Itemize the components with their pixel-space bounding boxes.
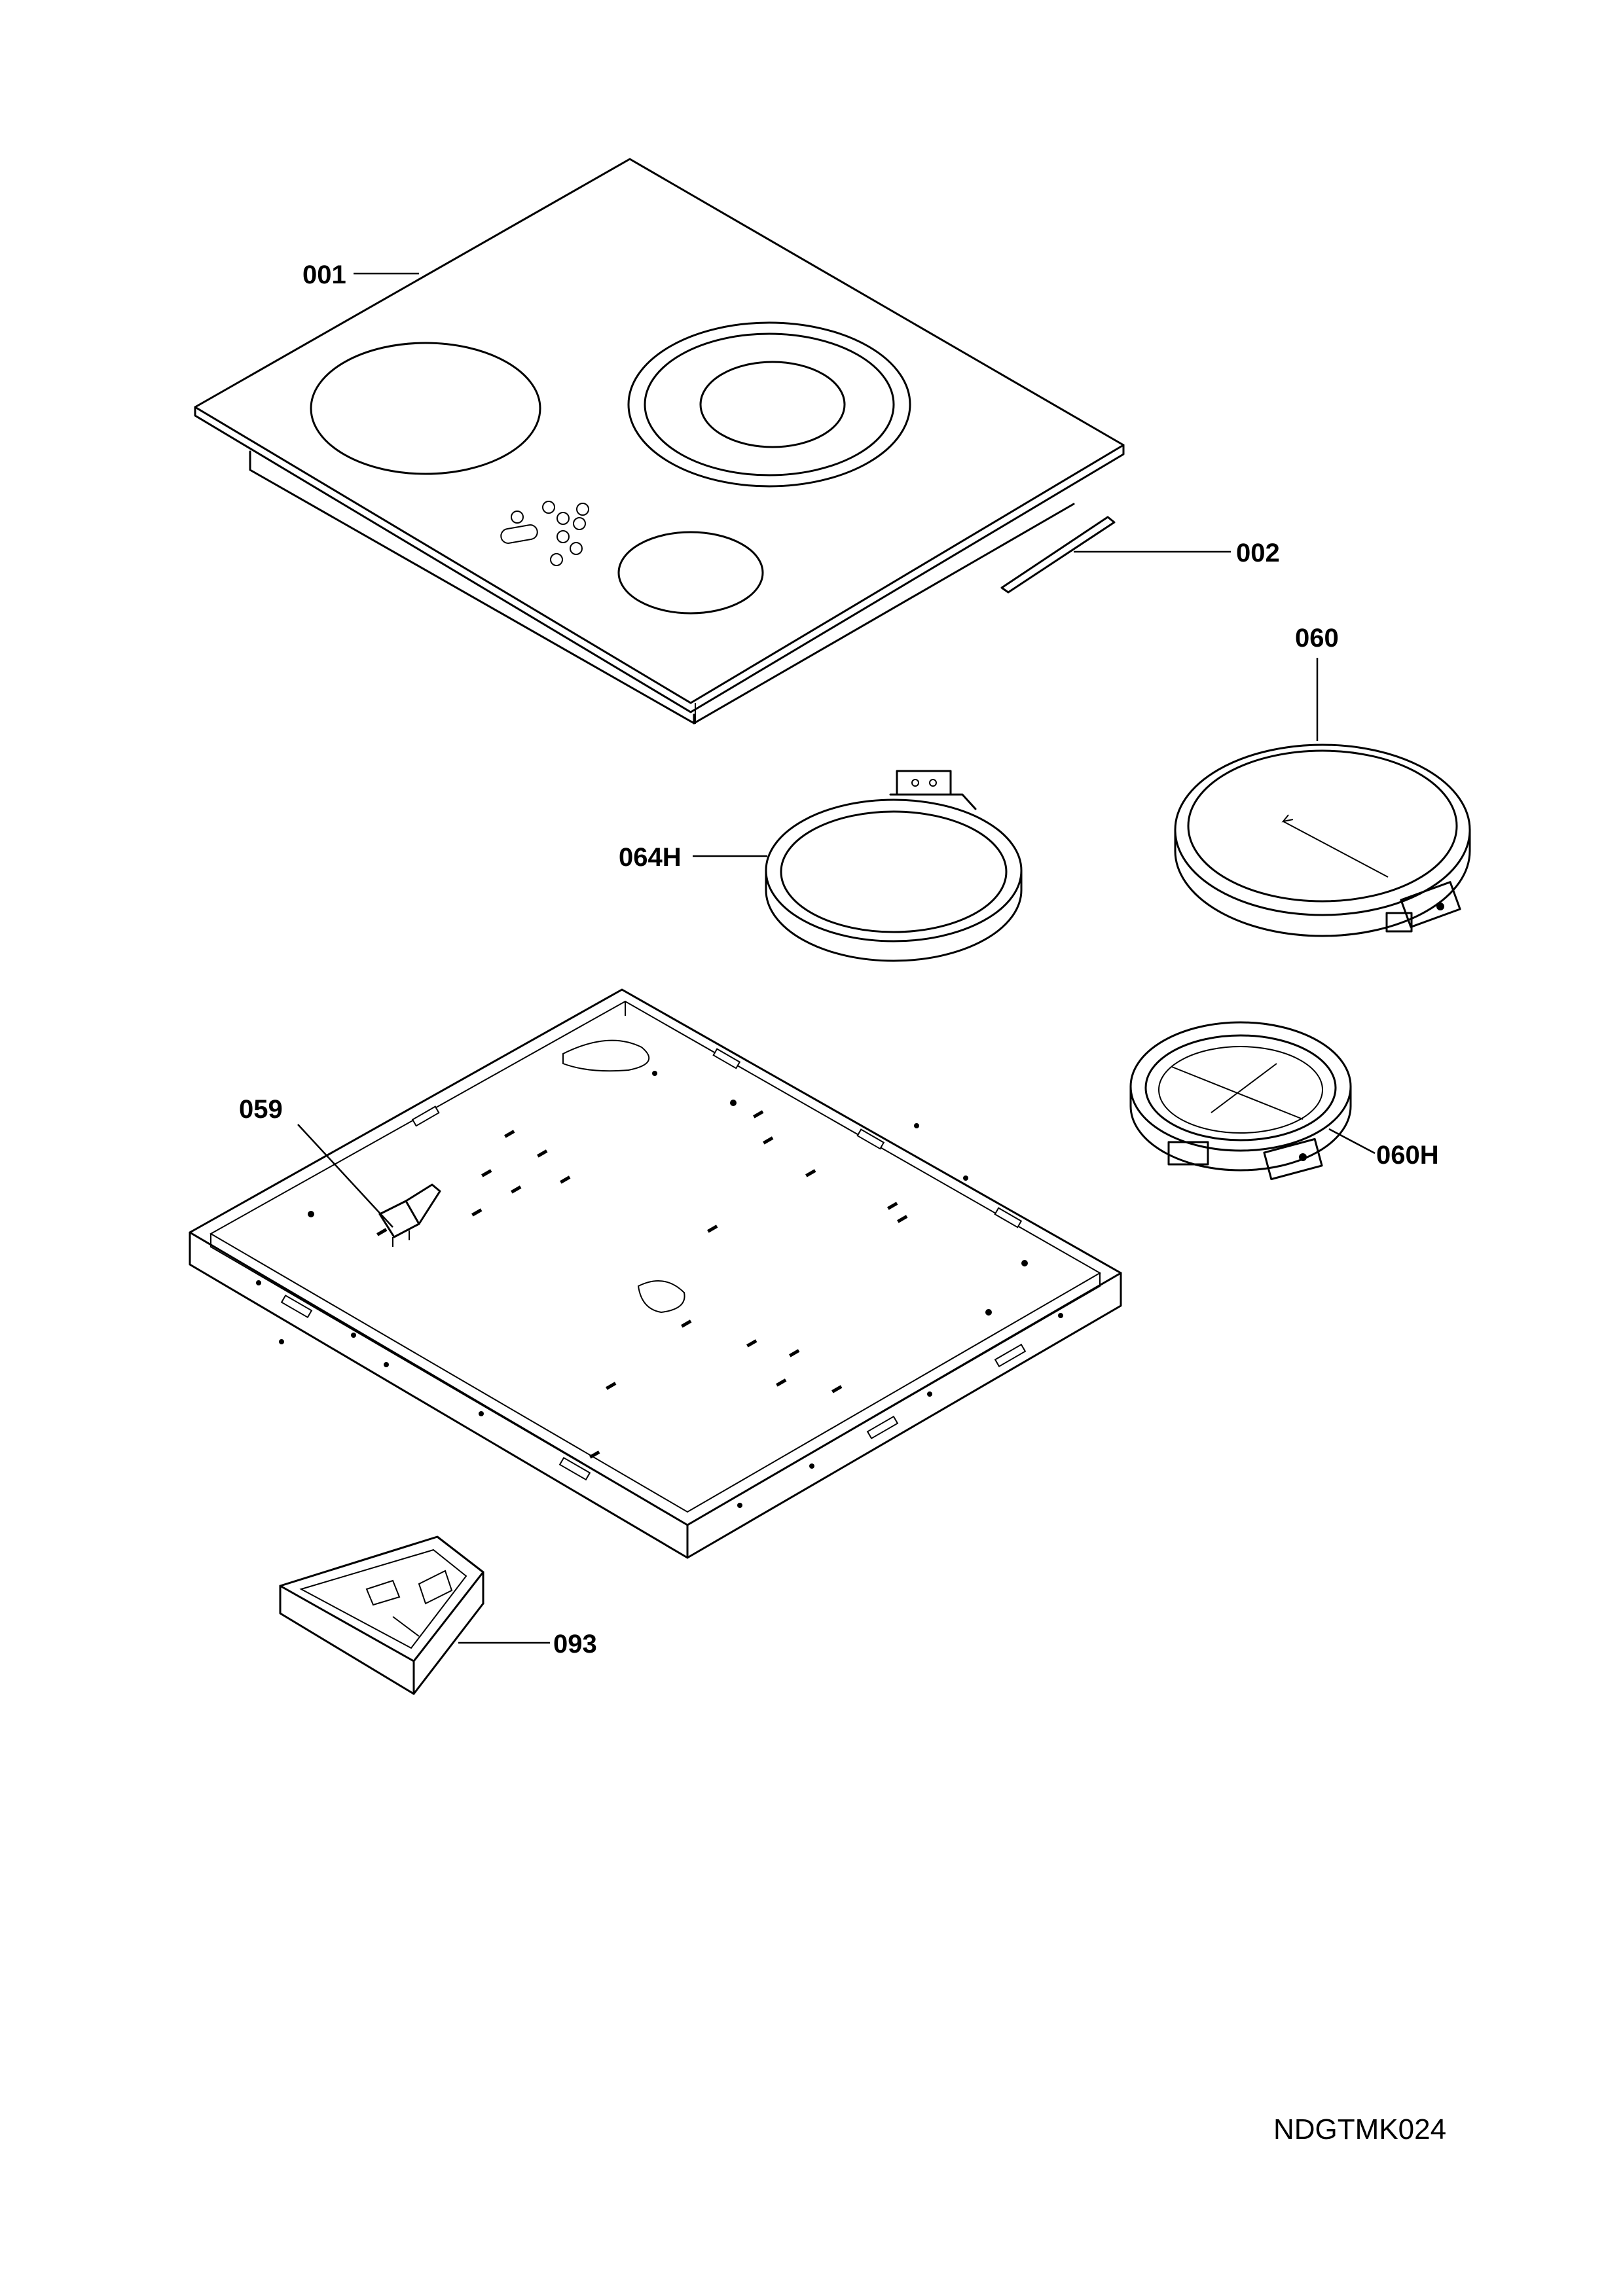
heating-element-large bbox=[1174, 744, 1471, 937]
bottom-housing-tray bbox=[189, 988, 1122, 1559]
seal-strip bbox=[1000, 516, 1116, 594]
cooking-zone-dual-inner bbox=[699, 361, 846, 448]
cooking-zone-small bbox=[617, 531, 764, 615]
terminal-cover bbox=[279, 1535, 484, 1695]
hob-glass-top bbox=[194, 158, 1125, 725]
bracket-059 bbox=[378, 1183, 441, 1247]
touch-controls bbox=[500, 501, 589, 566]
floor-fixings bbox=[256, 1071, 1063, 1508]
cooking-zone-dual-outer bbox=[627, 321, 911, 488]
label-060H: 060H bbox=[1376, 1141, 1439, 1170]
drawing-code: NDGTMK024 bbox=[1273, 2113, 1446, 2145]
label-002: 002 bbox=[1236, 539, 1280, 567]
label-093: 093 bbox=[553, 1630, 597, 1659]
heating-element-small bbox=[1129, 1021, 1352, 1181]
heating-element-ring bbox=[765, 770, 1023, 962]
cooking-zone-left bbox=[310, 342, 541, 475]
label-001: 001 bbox=[302, 260, 346, 289]
label-064H: 064H bbox=[619, 843, 682, 872]
label-059: 059 bbox=[239, 1095, 283, 1124]
label-060: 060 bbox=[1295, 624, 1339, 653]
